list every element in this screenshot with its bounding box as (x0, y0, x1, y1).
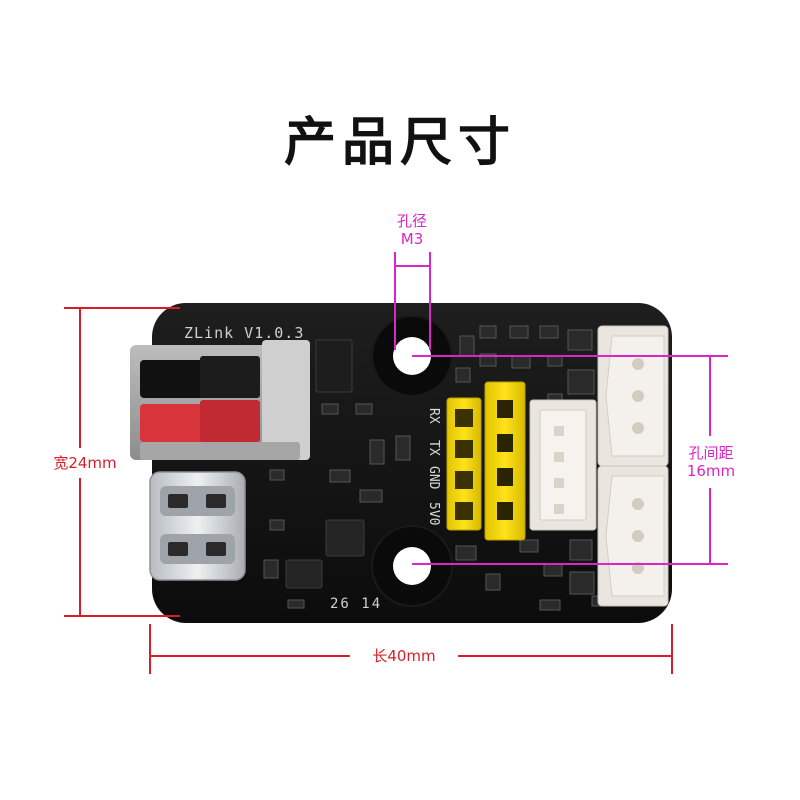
length-label: 长40mm (352, 647, 456, 665)
hole-diameter-label: 孔径 M3 (372, 212, 452, 248)
pin-label-tx: TX (426, 440, 441, 456)
pin-labels: RX TX GND 5V0 (426, 408, 441, 525)
ic-chip (325, 519, 365, 557)
usb-c-port (149, 471, 246, 581)
hole-spacing-dimension-line (412, 355, 728, 565)
pin-label-gnd: GND (426, 466, 441, 490)
white-connector-middle (529, 399, 597, 531)
pin-label-5v0: 5V0 (426, 502, 441, 525)
ic-chip-large (285, 559, 323, 589)
smd-components (263, 325, 607, 611)
hole-diameter-dimension-line (394, 252, 431, 350)
white-connector-right-top (597, 325, 669, 467)
female-pin-header (446, 397, 482, 531)
width-dimension-line (64, 307, 180, 617)
pin-label-rx: RX (426, 408, 441, 424)
hole-spacing-label-text: 孔间距 (688, 444, 734, 462)
white-connector-right-bottom (597, 465, 669, 607)
male-pin-header (484, 381, 526, 541)
mounting-hole-bottom (371, 525, 453, 607)
diode-component (315, 339, 353, 393)
hole-diameter-value: M3 (400, 230, 424, 248)
hole-spacing-value: 16mm (686, 462, 736, 480)
silkscreen-code: 26 14 (330, 596, 382, 612)
lever-terminal-block (130, 340, 310, 460)
silkscreen-name: ZLink V1.0.3 (184, 324, 304, 342)
hole-diameter-label-text: 孔径 (396, 212, 427, 230)
length-dimension-line (149, 624, 673, 674)
hole-spacing-label: 孔间距 16mm (666, 444, 756, 480)
page-title: 产品尺寸 (283, 113, 516, 173)
width-label: 宽24mm (40, 454, 130, 472)
